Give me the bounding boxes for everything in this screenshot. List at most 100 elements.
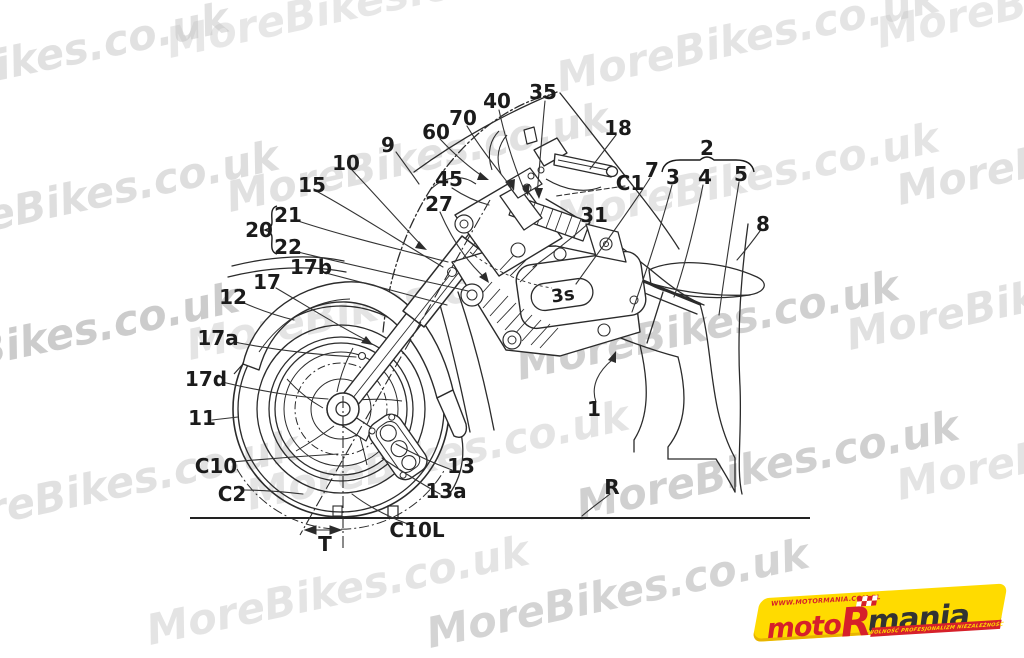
callout-labels: 40 35 70 60 18 C1 9 10 45 15 27 2 7 3 4 … [185, 80, 770, 556]
grip-end [605, 165, 619, 178]
mirror-mount [523, 126, 538, 145]
callout-2: 2 [700, 136, 714, 160]
frame-leg-outer [699, 303, 736, 493]
callout-8: 8 [756, 212, 770, 236]
arrow-27 [479, 272, 489, 283]
windscreen-edge [559, 92, 680, 250]
fork-tube-highlight [344, 223, 491, 409]
cable [488, 130, 500, 171]
leader-C10 [231, 453, 339, 463]
steering-axis-line [299, 199, 491, 536]
assembly-bolt [553, 247, 567, 261]
callout-17: 17 [253, 270, 281, 294]
leader-17a [233, 341, 357, 358]
callout-11: 11 [188, 406, 216, 430]
leader-7 [575, 177, 651, 285]
leader-10 [351, 169, 423, 247]
checkered-flag-svg [856, 595, 878, 607]
right-angle-marker [332, 505, 343, 517]
logo-text-moto: moto [765, 609, 842, 646]
rim-outer [268, 336, 414, 482]
rim-inner [274, 342, 408, 476]
spoke [295, 425, 335, 452]
callout-20: 20 [245, 218, 273, 242]
fender-rear-flap [436, 389, 468, 438]
brace-20 [262, 205, 278, 255]
leader-27 [439, 211, 486, 279]
callout-R: R [604, 475, 619, 499]
leader-21 [297, 220, 449, 263]
windscreen-edge [413, 91, 558, 173]
leader-40 [498, 109, 526, 193]
tire-sidewall [256, 324, 426, 494]
cooling-fins [475, 254, 559, 349]
leader-lines [211, 100, 761, 527]
callout-T: T [318, 532, 332, 556]
fender-front-tip [233, 363, 244, 375]
callout-60: 60 [422, 120, 450, 144]
arrow-60 [477, 172, 489, 180]
frame-leg-inner [667, 356, 736, 493]
leader-C1 [555, 185, 626, 197]
watermark-text: MoreBikes.co.uk [162, 0, 556, 68]
cable-fitting [527, 172, 535, 180]
reference-lines [299, 199, 491, 548]
spoke [286, 378, 324, 409]
brake-caliper [368, 413, 428, 481]
assembly-bolt [466, 289, 478, 301]
callout-17a: 17a [197, 326, 238, 350]
lower-cowl-line [437, 297, 471, 433]
leader-45 [451, 187, 490, 206]
callout-70: 70 [449, 106, 477, 130]
brake-disc-edge [283, 351, 399, 467]
cowl-lip-line [231, 256, 345, 267]
callout-35: 35 [529, 80, 557, 104]
callout-C1: C1 [616, 171, 645, 195]
front-cowl-phantom-line [382, 94, 550, 333]
callout-31: 31 [580, 203, 608, 227]
fender-crease [258, 298, 351, 353]
callout-1: 1 [587, 397, 601, 421]
leader-3 [631, 184, 673, 313]
trail-arrow-right [329, 525, 343, 535]
leader-13 [395, 443, 453, 471]
trail-arrow-left [303, 525, 317, 535]
cowl-lip-line [227, 267, 347, 278]
leader-18 [589, 134, 617, 170]
leader-13a [381, 457, 441, 495]
grip-line [557, 159, 609, 171]
callout-C10: C10 [195, 454, 238, 478]
arrow-1 [608, 351, 616, 363]
handlebar-clamp [533, 137, 568, 167]
callout-7: 7 [645, 158, 659, 182]
caliper-piston [379, 424, 397, 442]
callout-15: 15 [298, 173, 326, 197]
assembly-bolt [510, 242, 526, 258]
lower-cowl-line [457, 291, 495, 431]
spoke [336, 347, 354, 393]
leader-1 [593, 359, 613, 403]
callout-21: 21 [274, 203, 302, 227]
part-mark-3s: 3s [550, 283, 576, 307]
motormania-logo: WWW.MOTORMANIA.COM.PL motoRmania WOLNOŚĆ… [750, 576, 1015, 652]
cable [497, 134, 508, 175]
callout-C10L: C10L [389, 518, 445, 542]
fender-stay-bolt [357, 351, 367, 361]
leader-22 [297, 251, 469, 292]
callout-12: 12 [219, 285, 247, 309]
callout-13a: 13a [425, 479, 466, 503]
callout-13: 13 [447, 454, 475, 478]
arrow-40 [522, 184, 530, 196]
caliper-bolt [388, 413, 396, 421]
cable [429, 177, 477, 191]
disc-bolt-circle [294, 362, 388, 456]
callout-17d: 17d [185, 367, 227, 391]
arrow-10 [415, 241, 427, 250]
caliper-piston [401, 455, 417, 471]
leader-17b [321, 271, 448, 306]
caliper-bolt [368, 427, 376, 435]
callout-5: 5 [734, 162, 748, 186]
callout-C2: C2 [218, 482, 247, 506]
